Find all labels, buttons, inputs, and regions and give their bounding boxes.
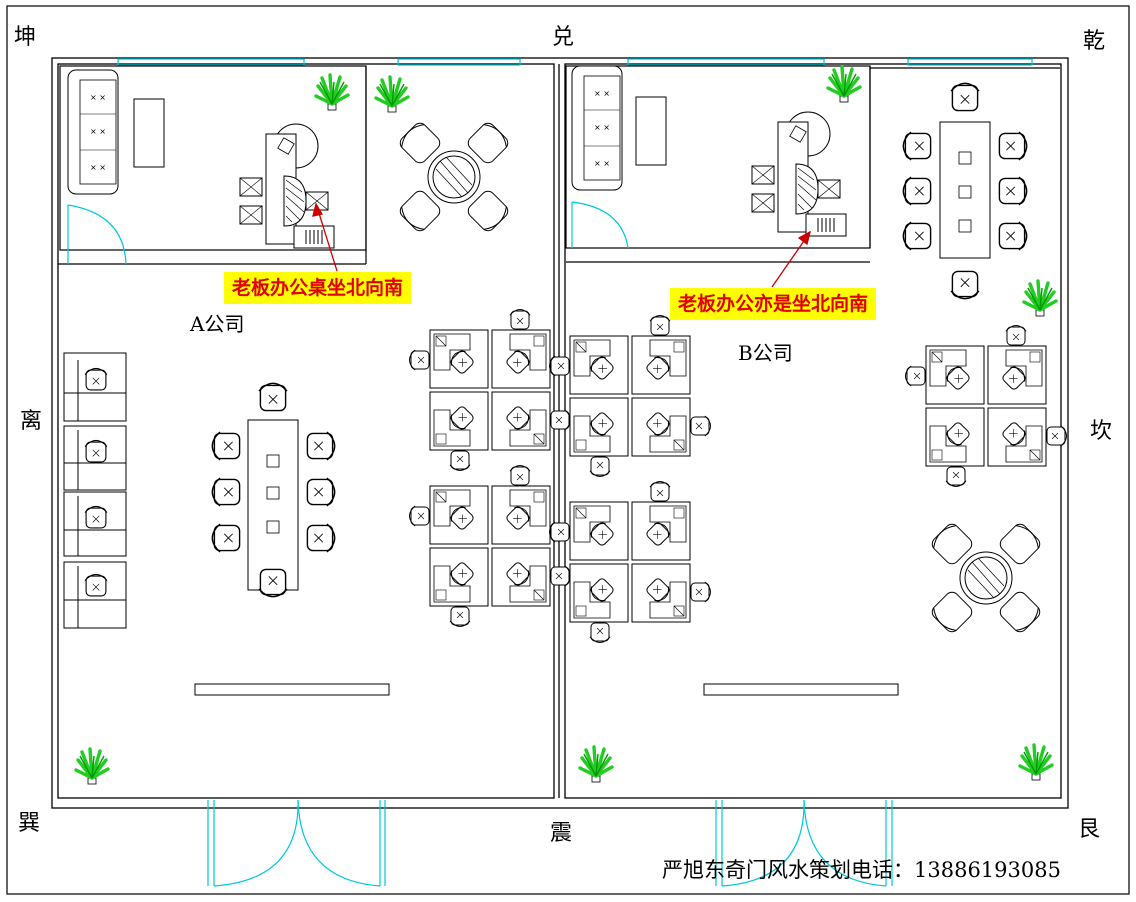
chair-icon — [84, 505, 108, 529]
office-doors — [67, 201, 629, 265]
reception-counter-a — [194, 683, 390, 696]
sofa-icon — [67, 69, 119, 195]
desk-icon — [751, 111, 847, 237]
reception-counter-b — [703, 683, 899, 696]
direction-kan: 坎 — [1090, 419, 1113, 444]
company-a-label: A公司 — [190, 312, 245, 336]
chair-icon — [84, 367, 108, 391]
sofa-icon — [571, 65, 623, 191]
plant-icon — [374, 75, 410, 114]
conference-table-a — [247, 419, 299, 591]
company-b-label: B公司 — [738, 341, 793, 365]
outer-frame — [6, 5, 1130, 895]
arrow-icon — [312, 202, 811, 288]
round-table-icon — [397, 120, 510, 233]
desk-icon — [239, 123, 335, 249]
workstation-icon — [550, 482, 711, 643]
direction-xun: 巽 — [18, 811, 41, 836]
coffee-table — [635, 96, 667, 166]
plant-icon — [826, 65, 862, 104]
plant-icon — [578, 745, 614, 784]
windows — [117, 58, 1033, 66]
conference-table-b — [939, 121, 991, 259]
plant-icon — [74, 747, 110, 786]
plant-icon — [1018, 743, 1054, 782]
workstation-icon — [550, 316, 711, 477]
coffee-table — [133, 98, 165, 168]
direction-gen: 艮 — [1078, 817, 1101, 842]
workstation-icon — [410, 466, 571, 627]
entrance-doors — [207, 799, 893, 887]
plant-icon — [1022, 279, 1058, 318]
round-table-icon — [929, 521, 1042, 634]
chair-icon — [84, 573, 108, 597]
direction-dui: 兑 — [552, 25, 575, 50]
direction-qian: 乾 — [1083, 29, 1106, 54]
direction-zhen: 震 — [550, 821, 573, 846]
chair-icon — [84, 439, 108, 463]
direction-li: 离 — [20, 409, 43, 434]
plant-icon — [314, 73, 350, 112]
workstation-icon — [410, 310, 571, 471]
callout-a: 老板办公桌坐北向南 — [224, 272, 412, 304]
direction-kun: 坤 — [14, 25, 37, 50]
contact-info: 严旭东奇门风水策划电话：13886193085 — [662, 858, 1061, 882]
workstation-icon — [906, 326, 1067, 487]
callout-b: 老板办公亦是坐北向南 — [670, 288, 877, 320]
